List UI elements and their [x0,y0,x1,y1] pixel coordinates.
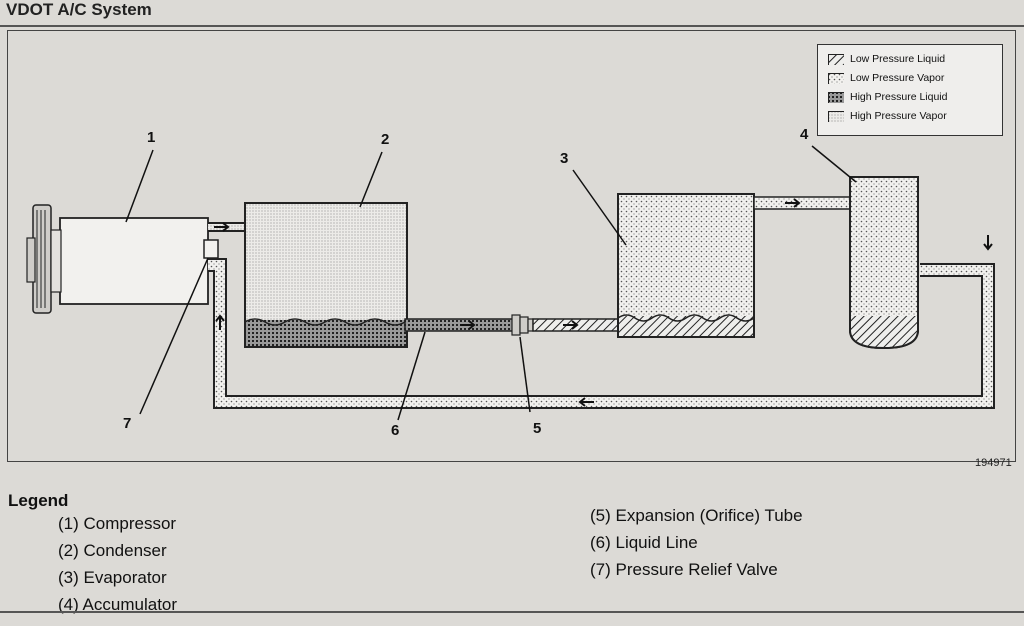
legend-item-expansion-tube: (5) Expansion (Orifice) Tube [590,506,803,525]
flow-arrow [215,314,225,330]
callout-5: 5 [533,420,542,437]
callout-6: 6 [391,422,400,439]
pattern-legend-label: High Pressure Vapor [850,110,947,122]
pattern-legend: Low Pressure Liquid Low Pressure Vapor H… [817,44,1003,136]
low-pressure-liquid-swatch [828,53,844,65]
legend-item-compressor: (1) Compressor [58,514,177,533]
high-pressure-liquid-swatch [828,91,844,103]
figure-frame [7,30,1016,462]
figure-number: 194971 [975,457,1012,469]
legend-item-condenser: (2) Condenser [58,541,167,560]
flow-arrow [578,397,594,407]
pattern-legend-label: Low Pressure Liquid [850,53,946,65]
flow-arrow [460,320,476,330]
footer-rule [0,611,1024,613]
ac-system-diagram [26,145,995,421]
flow-arrow [563,320,579,330]
callout-3: 3 [560,150,569,167]
header-rule [0,25,1024,27]
callout-2: 2 [381,131,390,148]
pattern-legend-label: High Pressure Liquid [850,91,948,103]
page-title: VDOT A/C System [6,0,152,19]
legend-item-relief-valve: (7) Pressure Relief Valve [590,560,778,579]
high-pressure-vapor-swatch [828,110,844,122]
relief-valve [203,239,219,259]
flow-arrow [785,198,801,208]
compressor-pulley [32,204,52,314]
legend-item-liquid-line: (6) Liquid Line [590,533,698,552]
low-pressure-vapor-swatch [828,72,844,84]
compressor-body [59,217,209,305]
flow-arrow [983,235,993,251]
pattern-legend-row: Low Pressure Vapor [828,72,944,88]
legend-item-accumulator: (4) Accumulator [58,595,178,614]
legend-item-evaporator: (3) Evaporator [58,568,167,587]
flow-arrow [214,222,230,232]
orifice-tube [511,314,521,336]
callout-4: 4 [800,126,809,143]
evaporator [617,193,755,338]
callout-7: 7 [123,415,132,432]
legend-title: Legend [8,491,69,510]
callout-1: 1 [147,129,156,146]
pattern-legend-row: Low Pressure Liquid [828,53,945,69]
compressor-hub [26,237,36,283]
pattern-legend-row: High Pressure Liquid [828,91,947,107]
liquid-line [404,318,514,332]
pattern-legend-label: Low Pressure Vapor [850,72,945,84]
pattern-legend-row: High Pressure Vapor [828,110,947,126]
